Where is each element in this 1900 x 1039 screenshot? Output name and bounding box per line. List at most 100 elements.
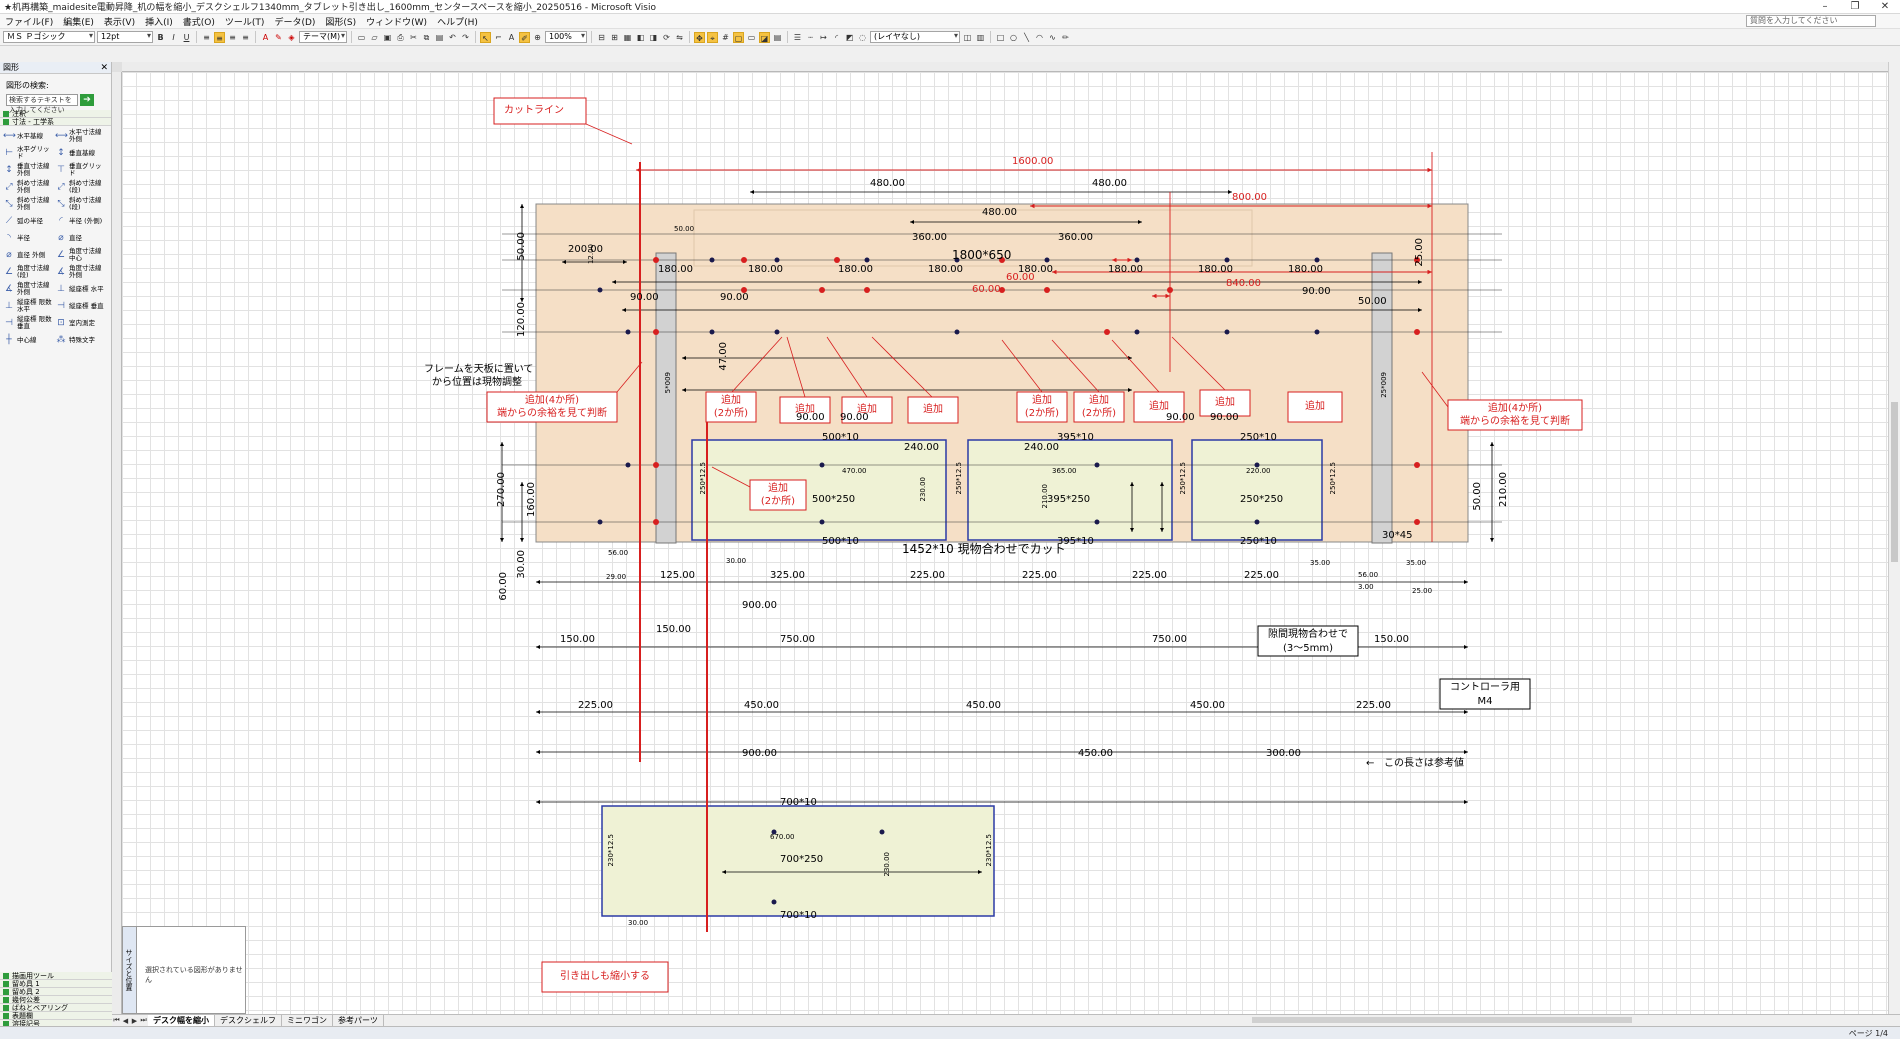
panel-250[interactable] xyxy=(1191,439,1323,541)
menu-data[interactable]: データ(D) xyxy=(274,17,316,28)
bold-button[interactable]: B xyxy=(157,32,164,42)
underline-button[interactable]: U xyxy=(183,32,190,42)
font-color-icon[interactable]: A xyxy=(262,32,269,42)
align-right-icon[interactable]: ≡ xyxy=(229,32,236,42)
format-painter-icon[interactable]: ✐ xyxy=(519,31,530,43)
minimize-icon[interactable]: – xyxy=(1822,0,1828,12)
print-icon[interactable]: ⎙ xyxy=(397,32,404,42)
menu-view[interactable]: 表示(V) xyxy=(103,17,136,28)
line-pattern-icon[interactable]: ┄ xyxy=(808,32,813,42)
shape-diameter[interactable]: ⌀直径 xyxy=(55,230,107,246)
line-ends-icon[interactable]: ↦ xyxy=(820,32,827,42)
redo-icon[interactable]: ↷ xyxy=(462,32,469,42)
shape-ordinate-multi-v[interactable]: ⊣縦座標 限数垂直 xyxy=(3,315,55,331)
shape-aligned-step[interactable]: ⤢斜め寸法線 (段) xyxy=(55,179,107,195)
italic-button[interactable]: I xyxy=(172,32,175,42)
line-weight-icon[interactable]: ☰ xyxy=(793,32,802,42)
shape-data-icon[interactable]: ▤ xyxy=(773,32,782,42)
horizontal-scrollbar[interactable] xyxy=(1252,1017,1632,1023)
shape-aligned-step-2[interactable]: ⤡斜め寸法線 (段) xyxy=(55,196,107,212)
stencil-dimensioning[interactable]: 寸法 - 工学系 xyxy=(0,118,111,126)
tab-reference-parts[interactable]: 参考パーツ xyxy=(333,1015,384,1026)
restore-icon[interactable]: ❐ xyxy=(1850,0,1860,12)
shape-horizontal-outside[interactable]: ⟷水平寸法線 外側 xyxy=(55,128,102,143)
stencil-geometric-tolerance[interactable]: 幾何公差 xyxy=(0,996,112,1004)
search-go-icon[interactable]: ➔ xyxy=(80,94,94,106)
horizontal-ruler[interactable] xyxy=(122,62,1900,72)
fill-color-icon[interactable]: ◈ xyxy=(288,32,295,42)
align-shapes-icon[interactable]: ⊟ xyxy=(598,32,605,42)
shape-center-line[interactable]: ┼中心線 xyxy=(3,332,55,348)
shape-vertical-outside[interactable]: ↕垂直寸法線 外側 xyxy=(3,162,55,178)
scroll-thumb[interactable] xyxy=(1891,402,1898,562)
prev-page-icon[interactable]: ◀ xyxy=(122,1016,129,1025)
right-leg[interactable] xyxy=(1371,252,1393,544)
stencil-title-block[interactable]: 表題欄 xyxy=(0,1012,112,1020)
shape-ordinate-vertical[interactable]: ⊣縦座標 垂直 xyxy=(55,298,107,314)
stencil-fasteners-1[interactable]: 留め具 1 xyxy=(0,980,112,988)
flip-icon[interactable]: ⇋ xyxy=(676,32,683,42)
vertical-ruler[interactable] xyxy=(112,72,122,1016)
tab-desk-shelf[interactable]: デスクシェルフ xyxy=(215,1015,282,1026)
freeform-tool-icon[interactable]: ∿ xyxy=(1049,32,1056,42)
menu-shape[interactable]: 図形(S) xyxy=(325,17,357,28)
pointer-tool-icon[interactable]: ↖ xyxy=(480,31,491,43)
line-tool-icon[interactable]: ╲ xyxy=(1024,32,1029,42)
tab-desk-width[interactable]: デスク幅を縮小 xyxy=(148,1015,215,1026)
menu-format[interactable]: 書式(O) xyxy=(182,17,215,28)
connector-tool-icon[interactable]: ⌐ xyxy=(495,32,502,42)
group-icon[interactable]: ▦ xyxy=(623,32,632,42)
ellipse-tool-icon[interactable]: ○ xyxy=(1010,32,1017,42)
tab-mini-wagon[interactable]: ミニワゴン xyxy=(282,1015,333,1026)
help-search-input[interactable]: 質問を入力してください xyxy=(1746,15,1876,27)
shape-angle-outside[interactable]: ∡角度寸法線 外側 xyxy=(56,264,102,279)
zoom-icon[interactable]: ⊕ xyxy=(534,32,541,42)
shape-radius[interactable]: ◝半径 xyxy=(3,230,55,246)
menu-insert[interactable]: 挿入(I) xyxy=(145,17,173,28)
align-left-icon[interactable]: ≡ xyxy=(203,32,210,42)
arc-tool-icon[interactable]: ◠ xyxy=(1036,32,1043,42)
glue-icon[interactable]: ⌖ xyxy=(707,31,718,43)
rotate-icon[interactable]: ⟳ xyxy=(663,32,670,42)
new-icon[interactable]: ▭ xyxy=(357,32,366,42)
grid-icon[interactable]: # xyxy=(722,32,729,42)
layer-properties-icon[interactable]: ◪ xyxy=(759,31,770,43)
menu-window[interactable]: ウィンドウ(W) xyxy=(366,17,428,28)
shadow-icon[interactable]: ◩ xyxy=(845,32,854,42)
guide-icon[interactable]: ▢ xyxy=(733,31,744,43)
shape-aligned-outside-2[interactable]: ⤡斜め寸法線 外側 xyxy=(3,196,55,212)
zoom-select[interactable]: 100% xyxy=(545,31,587,43)
menu-tools[interactable]: ツール(T) xyxy=(224,17,265,28)
shape-angle-center[interactable]: ∠角度寸法線 中心 xyxy=(56,247,102,262)
layer-props-icon[interactable]: ▥ xyxy=(976,32,985,42)
shape-room-measure[interactable]: ⊡室内測定 xyxy=(55,315,107,331)
shape-ordinate-multi-h[interactable]: ⊥縦座標 限数水平 xyxy=(3,298,55,314)
shape-horizontal-grid[interactable]: ⊢水平グリッド xyxy=(3,145,55,161)
save-icon[interactable]: ▣ xyxy=(383,32,392,42)
line-color-icon[interactable]: ✎ xyxy=(275,32,282,42)
ruler-icon[interactable]: ▭ xyxy=(747,32,756,42)
align-center-icon[interactable]: ≡ xyxy=(214,31,225,43)
font-size-select[interactable]: 12pt xyxy=(97,31,153,43)
close-icon[interactable]: ✕ xyxy=(1880,0,1890,12)
copy-icon[interactable]: ⧉ xyxy=(423,32,430,42)
next-page-icon[interactable]: ▶ xyxy=(131,1016,138,1025)
shape-vertical-baseline[interactable]: ↕垂直基線 xyxy=(55,145,107,161)
stencil-drawing-tools[interactable]: 描画用ツール xyxy=(0,972,112,980)
shape-radius-outside[interactable]: ◜半径 (外側) xyxy=(55,213,107,229)
stencil-annotation[interactable]: 注釈 xyxy=(0,110,111,118)
shape-special-char[interactable]: ⁂特殊文字 xyxy=(56,335,96,345)
theme-button[interactable]: テーマ(M) xyxy=(299,31,347,43)
rectangle-tool-icon[interactable]: □ xyxy=(996,32,1005,42)
panel-395[interactable] xyxy=(967,439,1173,541)
left-leg[interactable] xyxy=(655,252,677,544)
open-icon[interactable]: ▱ xyxy=(371,32,378,42)
shape-angle-outside-2[interactable]: ∡角度寸法線 外側 xyxy=(4,281,50,296)
corner-rounding-icon[interactable]: ◜ xyxy=(834,32,839,42)
size-position-title[interactable]: サイズと位置 xyxy=(123,927,137,1013)
layer-select[interactable]: (レイヤなし) xyxy=(870,31,960,43)
last-page-icon[interactable]: ⏭ xyxy=(140,1016,147,1024)
shape-ordinate-horizontal[interactable]: ⊥縦座標 水平 xyxy=(55,281,107,297)
layer-icon[interactable]: ◫ xyxy=(963,32,972,42)
bring-front-icon[interactable]: ◧ xyxy=(636,32,645,42)
